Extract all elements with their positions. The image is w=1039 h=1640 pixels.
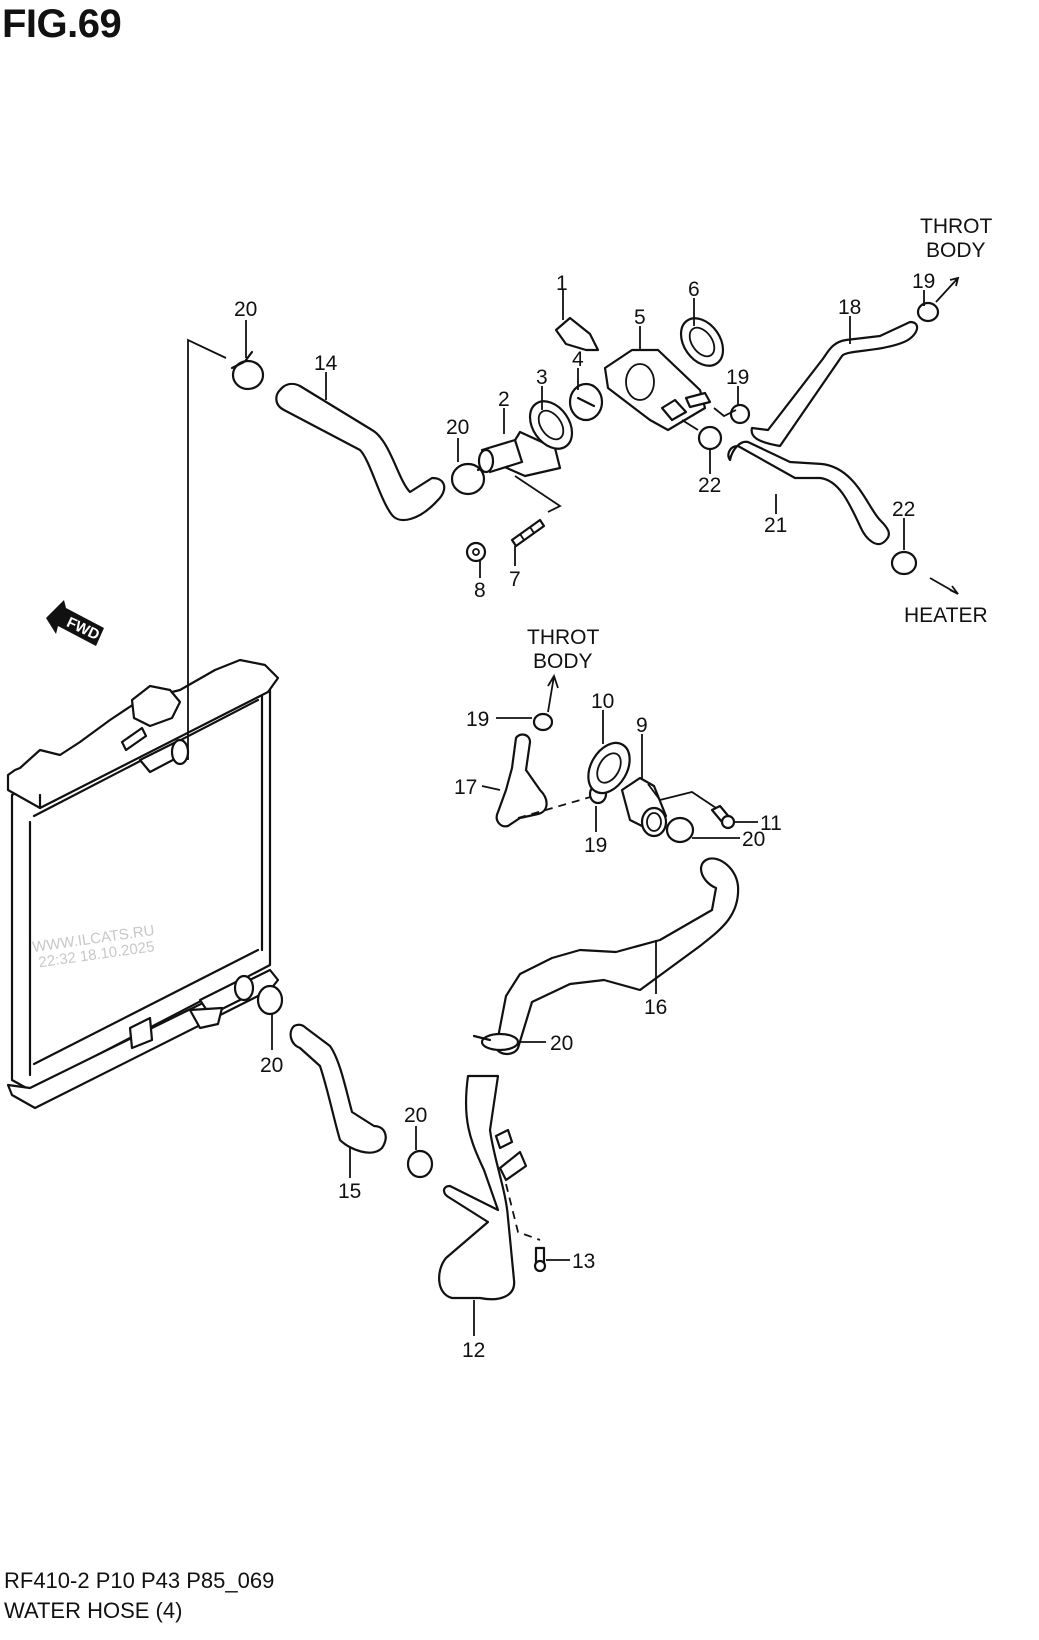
stud-bolt-7 <box>510 518 546 548</box>
fwd-arrow-icon: FWD <box>46 600 104 646</box>
hose-clamp-20 <box>665 816 695 844</box>
callout-20: 20 <box>234 298 257 321</box>
callout-22: 22 <box>698 474 721 497</box>
callout-4: 4 <box>572 348 584 371</box>
dest-throt-body-mid-line1: THROT <box>527 626 599 649</box>
sensor-1 <box>554 316 600 352</box>
dashed-leader <box>505 1183 541 1241</box>
hose-14 <box>275 382 446 522</box>
leader-line <box>187 338 227 760</box>
bolt-13 <box>533 1246 547 1273</box>
hose-clamp-19 <box>729 403 751 425</box>
leader-line <box>514 475 562 513</box>
water-outlet-2 <box>477 430 562 478</box>
callout-8: 8 <box>474 579 486 602</box>
bolt-11 <box>710 804 736 830</box>
callout-12: 12 <box>462 1339 485 1362</box>
callout-5: 5 <box>634 306 646 329</box>
dest-throt-body-mid-line2: BODY <box>533 650 593 673</box>
hose-clamp-20 <box>230 350 265 391</box>
pipe-nipple <box>494 1128 514 1150</box>
water-inlet-9 <box>620 776 668 838</box>
callout-9: 9 <box>636 714 648 737</box>
callout-2: 2 <box>498 388 510 411</box>
hose-15 <box>289 1023 387 1154</box>
callout-19: 19 <box>584 834 607 857</box>
pipe-bracket <box>498 1150 528 1182</box>
throt-body-arrow-icon <box>547 673 559 713</box>
callout-11: 11 <box>760 812 782 835</box>
callout-17: 17 <box>454 776 477 799</box>
hose-clamp-22 <box>697 425 723 451</box>
callout-19: 19 <box>726 366 749 389</box>
callout-19: 19 <box>912 270 935 293</box>
hose-18 <box>750 320 919 448</box>
thermostat-4 <box>568 382 604 422</box>
callout-19: 19 <box>466 708 489 731</box>
gasket-3 <box>528 400 574 450</box>
leader-line <box>647 783 717 809</box>
hose-clamp-19 <box>532 712 554 732</box>
callout-20: 20 <box>550 1032 573 1055</box>
callout-14: 14 <box>314 352 338 375</box>
leader-line <box>713 407 737 418</box>
callout-20: 20 <box>742 828 765 851</box>
hose-16 <box>494 857 740 1056</box>
callout-7: 7 <box>509 568 521 591</box>
water-pipe-12 <box>438 1074 516 1301</box>
hose-21 <box>727 440 890 546</box>
callout-leaders <box>245 290 925 1336</box>
radiator <box>6 658 280 1110</box>
callout-15: 15 <box>338 1180 361 1203</box>
callout-1: 1 <box>556 272 568 295</box>
callout-20: 20 <box>446 416 469 439</box>
callout-16: 16 <box>644 996 667 1019</box>
callout-3: 3 <box>536 366 548 389</box>
callout-22: 22 <box>892 498 915 521</box>
dest-throt-body-top-line2: BODY <box>926 239 986 262</box>
dest-throt-body-top-line1: THROT <box>920 215 992 238</box>
figure-code: RF410-2 P10 P43 P85_069 <box>4 1568 275 1593</box>
dest-heater: HEATER <box>904 604 988 627</box>
callout-10: 10 <box>591 690 614 713</box>
throt-body-arrow-icon <box>935 276 960 303</box>
callout-6: 6 <box>688 278 700 301</box>
figure-name: WATER HOSE (4) <box>4 1598 183 1623</box>
callout-20: 20 <box>404 1104 427 1127</box>
hose-clamp-20 <box>472 1032 520 1052</box>
gasket-6 <box>679 317 725 367</box>
callout-20: 20 <box>260 1054 283 1077</box>
hose-clamp-20 <box>256 984 284 1016</box>
hose-clamp-19 <box>916 301 940 323</box>
callout-21: 21 <box>764 514 787 537</box>
heater-arrow-icon <box>929 577 959 595</box>
hose-clamp-22 <box>890 550 918 576</box>
figure-title: FIG.69 <box>2 2 122 46</box>
leader-line <box>681 419 699 431</box>
nut-8 <box>465 541 487 563</box>
gasket-10 <box>587 741 631 795</box>
hose-clamp-20 <box>406 1149 434 1179</box>
callout-13: 13 <box>572 1250 595 1273</box>
thermostat-case-5 <box>603 348 712 432</box>
callout-18: 18 <box>838 296 861 319</box>
